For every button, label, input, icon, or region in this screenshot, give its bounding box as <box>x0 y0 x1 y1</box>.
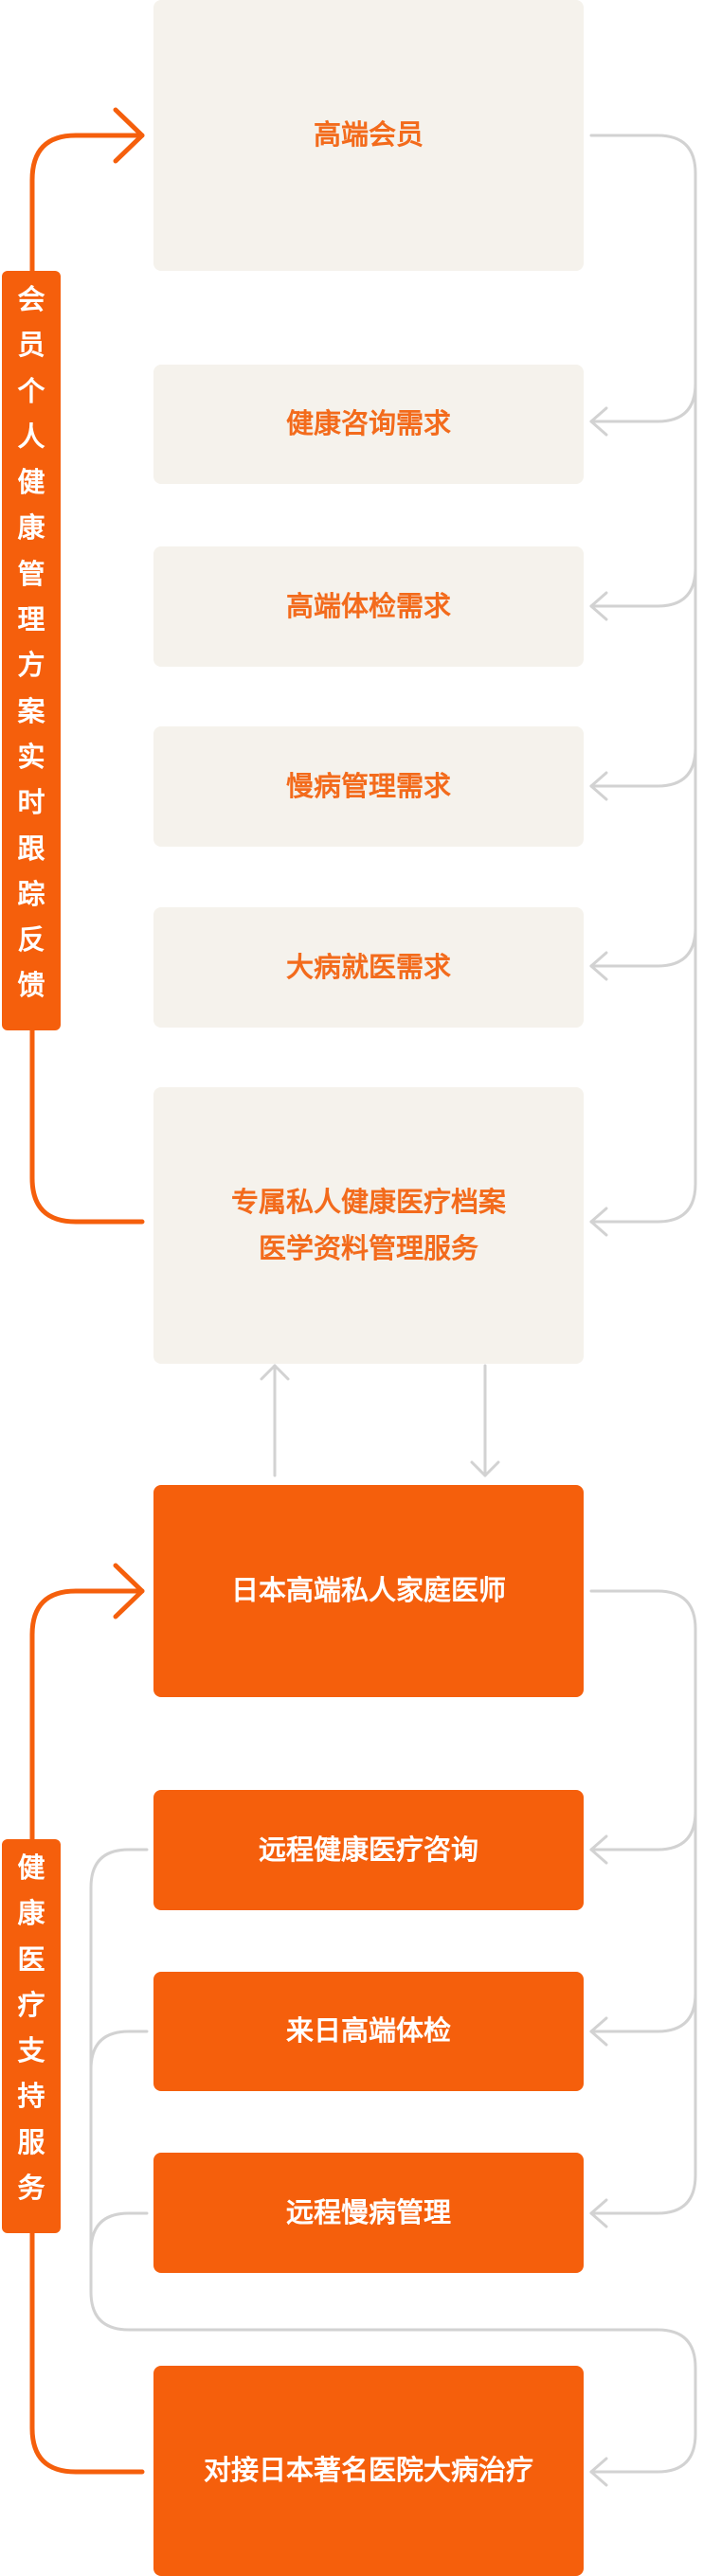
label-char: 踪 <box>17 877 45 910</box>
right-connector-branch-major <box>589 926 697 968</box>
arrowhead-left-1 <box>589 406 608 437</box>
feedback-arrowhead-2 <box>113 1563 145 1619</box>
label-char: 会 <box>17 283 45 315</box>
box-label: 高端体检需求 <box>285 589 451 622</box>
arrowhead-left-6 <box>589 1834 608 1865</box>
arrowhead-up <box>260 1364 290 1381</box>
box-japan-family-doctor: 日本高端私人家庭医师 <box>153 1485 584 1697</box>
arrowhead-left-9 <box>589 2457 608 2487</box>
label-char: 反 <box>17 923 45 957</box>
label-member-health-plan-feedback: 会 员 个 人 健 康 管 理 方 案 实 时 跟 踪 反 馈 <box>2 271 61 1030</box>
box-label: 远程慢病管理 <box>285 2195 451 2228</box>
label-char: 方 <box>17 649 45 682</box>
box-premium-member: 高端会员 <box>153 0 584 271</box>
arrowhead-left-8 <box>589 2198 608 2228</box>
right-connector-main-1 <box>589 134 697 1224</box>
box-major-illness-need: 大病就医需求 <box>153 907 584 1028</box>
loop-branch-2 <box>89 2030 149 2071</box>
box-premium-checkup-need: 高端体检需求 <box>153 546 584 667</box>
label-char: 务 <box>17 2172 45 2205</box>
right-connector-branch-checkup-2 <box>589 1627 697 2033</box>
feedback-arrowhead-1 <box>113 107 145 164</box>
label-char: 健 <box>17 466 45 499</box>
label-char: 健 <box>17 1852 45 1884</box>
arrowhead-left-2 <box>589 591 608 621</box>
label-char: 员 <box>17 329 45 362</box>
box-label: 对接日本著名医院大病治疗 <box>203 2454 533 2487</box>
box-label: 日本高端私人家庭医师 <box>230 1574 506 1607</box>
label-char: 理 <box>17 603 45 636</box>
arrowhead-down <box>470 1460 500 1477</box>
arrowhead-left-3 <box>589 771 608 801</box>
label-char: 时 <box>17 786 45 819</box>
label-health-medical-support: 健 康 医 疗 支 持 服 务 <box>2 1839 61 2233</box>
box-label: 来日高端体检 <box>285 2014 451 2048</box>
loop-branch-3 <box>89 2211 149 2253</box>
label-char: 康 <box>17 1897 45 1930</box>
box-label: 慢病管理需求 <box>285 769 451 802</box>
label-char: 医 <box>17 1942 45 1976</box>
label-char: 康 <box>17 511 45 545</box>
box-label-line2: 医学资料管理服务 <box>258 1232 478 1264</box>
arrowhead-left-5 <box>589 1207 608 1237</box>
right-connector-branch-checkup <box>589 566 697 608</box>
label-char: 管 <box>17 557 45 590</box>
box-label: 大病就医需求 <box>285 950 451 983</box>
right-connector-branch-chronic-2 <box>589 1627 697 2215</box>
box-chronic-management-need: 慢病管理需求 <box>153 726 584 847</box>
box-medical-archive-service: 专属私人健康医疗档案 医学资料管理服务 <box>153 1087 584 1364</box>
box-label-line1: 专属私人健康医疗档案 <box>230 1185 506 1218</box>
box-japan-checkup: 来日高端体检 <box>153 1972 584 2091</box>
right-connector-main-2 <box>589 1589 697 1852</box>
label-char: 案 <box>17 694 45 727</box>
label-char: 实 <box>17 740 45 773</box>
box-label: 远程健康医疗咨询 <box>258 1833 478 1866</box>
label-char: 个 <box>17 374 45 407</box>
right-connector-branch-chronic <box>589 746 697 788</box>
box-remote-chronic-management: 远程慢病管理 <box>153 2153 584 2273</box>
arrowhead-left-4 <box>589 951 608 981</box>
box-label: 高端会员 <box>313 118 424 152</box>
label-char: 支 <box>17 2034 45 2067</box>
box-health-consult-need: 健康咨询需求 <box>153 365 584 484</box>
label-char: 服 <box>17 2125 45 2158</box>
box-remote-consultation: 远程健康医疗咨询 <box>153 1790 584 1910</box>
box-major-illness-treatment: 对接日本著名医院大病治疗 <box>153 2366 584 2576</box>
label-char: 人 <box>17 420 45 453</box>
arrowhead-left-7 <box>589 2016 608 2047</box>
label-char: 疗 <box>17 1988 45 2021</box>
box-label: 健康咨询需求 <box>285 407 451 440</box>
label-char: 持 <box>17 2080 45 2113</box>
label-char: 馈 <box>17 969 45 1002</box>
right-connector-branch-health-consult <box>589 382 697 423</box>
label-char: 跟 <box>17 832 45 865</box>
